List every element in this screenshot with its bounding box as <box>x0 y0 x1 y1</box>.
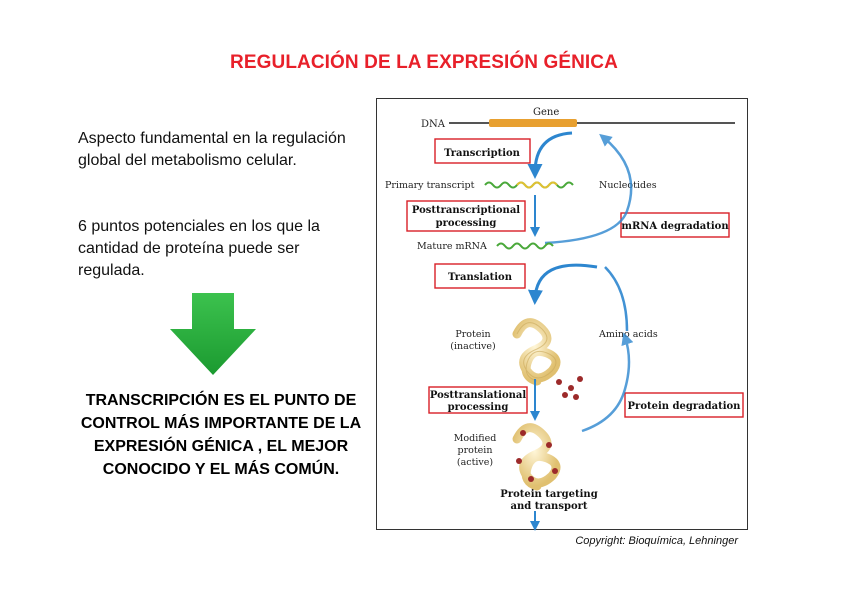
protein-degradation-arrow <box>581 332 634 433</box>
translation-box <box>434 263 526 289</box>
protein-degradation-label: Protein degradation <box>628 401 742 412</box>
down-arrow-icon <box>170 293 256 375</box>
dna-label: DNA <box>421 119 446 130</box>
translation-label: Translation <box>448 272 513 283</box>
mature-mrna-label: Mature mRNA <box>417 241 487 252</box>
primary-transcript-label: Primary transcript <box>385 180 475 191</box>
posttranscriptional-box <box>406 200 526 232</box>
mature-mrna-wave <box>496 242 554 250</box>
intron-segment <box>516 181 558 189</box>
gene-segment <box>489 119 577 127</box>
targeting-label-1: Protein targeting <box>500 489 597 500</box>
protein-degradation-box <box>624 392 744 418</box>
translation-arrow <box>527 263 598 305</box>
modified-protein-label-1: Modified <box>454 433 497 444</box>
protein-inactive-label-2: (inactive) <box>450 341 495 352</box>
posttranslational-label-1: Posttranslational <box>430 390 527 401</box>
posttranscriptional-label-2: processing <box>436 218 497 229</box>
control-points-paragraph: 6 puntos potenciales en los que la canti… <box>78 218 320 279</box>
page-title: REGULACIÓN DE LA EXPRESIÓN GÉNICA <box>230 52 618 73</box>
posttranslational-box <box>428 386 528 414</box>
posttranslational-label-2: processing <box>448 402 509 413</box>
protein-inactive-label-1: Protein <box>455 329 490 340</box>
amino-acid-dots <box>556 376 583 400</box>
modified-protein-label-2: protein <box>458 445 493 456</box>
inactive-protein-icon <box>512 318 561 386</box>
nucleotides-label: Nucleotides <box>599 180 657 191</box>
posttranscriptional-label-1: Posttranscriptional <box>412 205 520 216</box>
mrna-degradation-label: mRNA degradation <box>621 221 729 232</box>
transcription-label: Transcription <box>444 148 521 159</box>
gene-label: Gene <box>533 107 559 118</box>
mrna-degradation-arrow <box>544 133 633 245</box>
active-protein-icon <box>512 423 561 491</box>
translation-loop <box>604 266 629 332</box>
conclusion-text: TRANSCRIPCIÓN ES EL PUNTO DE CONTROL MÁS… <box>80 392 362 478</box>
modified-protein-label-3: (active) <box>457 457 493 468</box>
intro-paragraph: Aspecto fundamental en la regulación glo… <box>78 130 346 169</box>
gene-expression-figure: Gene DNA Transcription Primary transcrip… <box>376 98 748 531</box>
transcription-box <box>434 138 531 164</box>
amino-acids-label: Amino acids <box>598 329 658 340</box>
mrna-degradation-box <box>620 212 730 238</box>
targeting-label-2: and transport <box>510 501 587 512</box>
transcription-arrow <box>527 131 573 179</box>
gene-expression-diagram: Gene DNA Transcription Primary transcrip… <box>385 107 744 531</box>
copyright-note: Copyright: Bioquímica, Lehninger <box>575 535 738 547</box>
